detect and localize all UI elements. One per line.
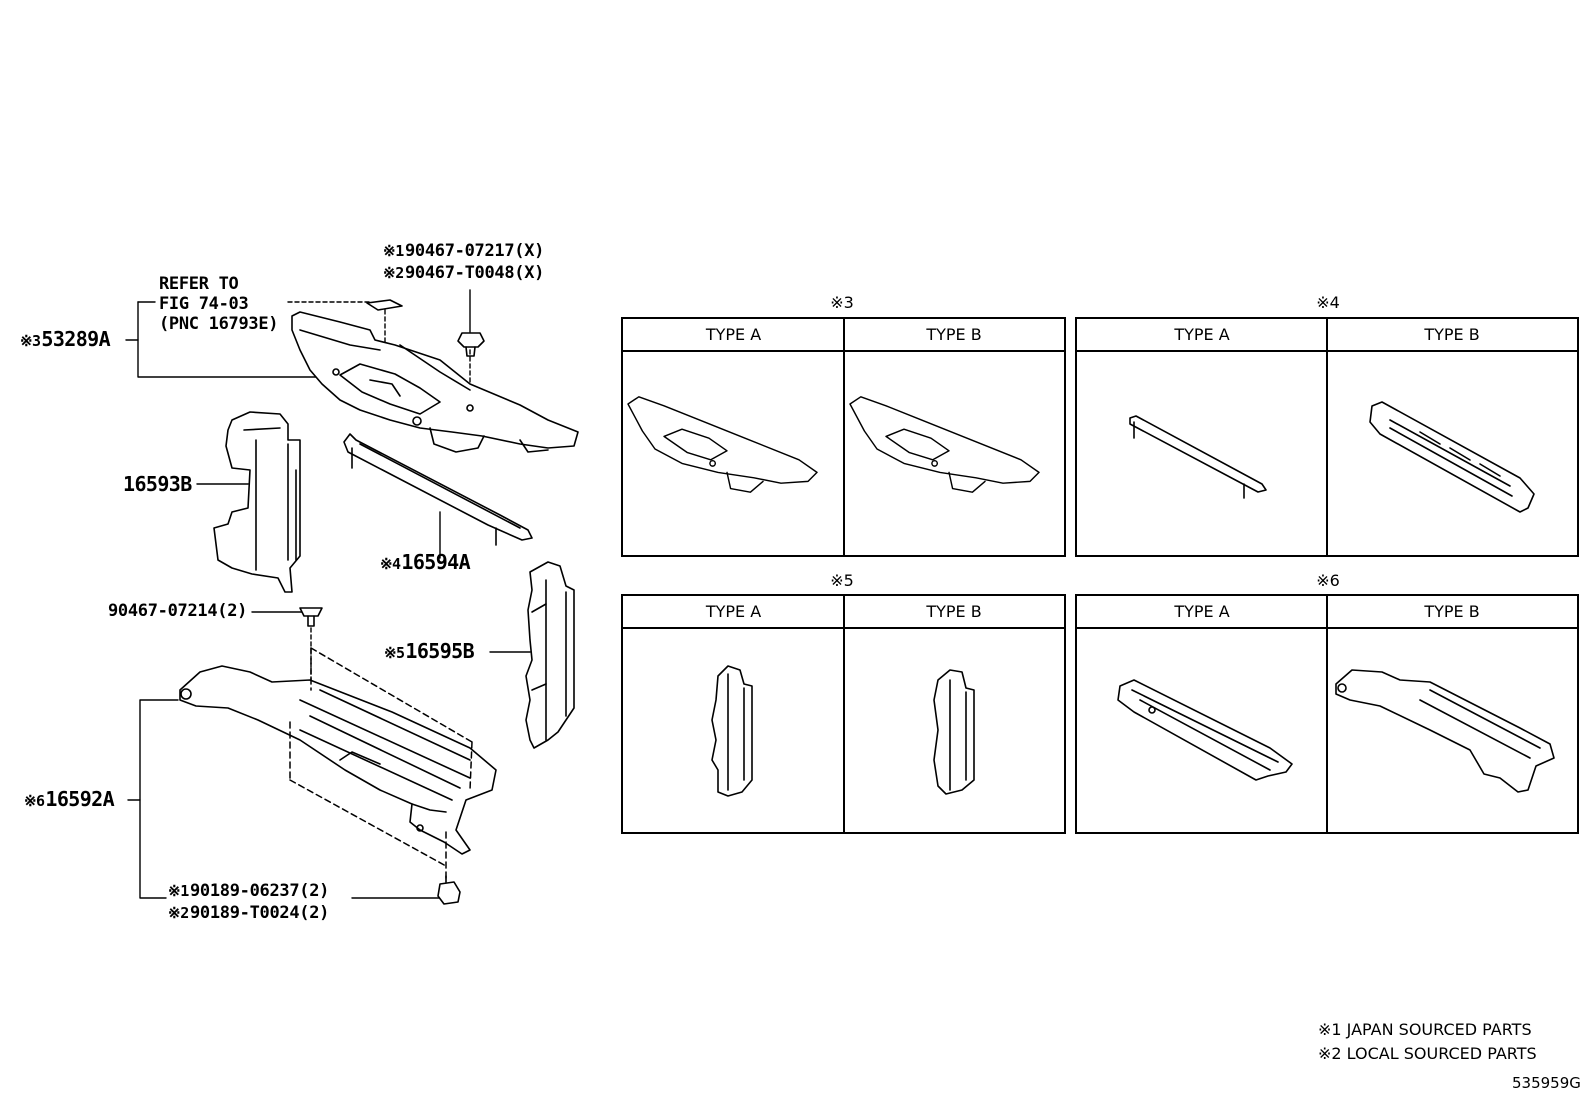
right-side-seal-part (525, 561, 575, 749)
grid-4-type-a-header: TYPE A (1077, 319, 1327, 352)
upper-shroud-part (291, 299, 579, 453)
thumb-type3b (849, 396, 1040, 493)
legend-note-japan: ※1 JAPAN SOURCED PARTS (1318, 1020, 1532, 1039)
type-grid-5: TYPE A TYPE B (621, 594, 1066, 834)
grid-4-type-b-header: TYPE B (1327, 319, 1577, 352)
dashed-reference-box (289, 647, 473, 879)
center-seal-strip-part (343, 433, 533, 546)
grid-6-divider (1326, 596, 1328, 832)
grid-6-type-b-header: TYPE B (1327, 596, 1577, 629)
grid-caption-3: ※3 (830, 293, 854, 312)
lower-shroud-part (179, 665, 497, 855)
thumb-type5a (711, 665, 753, 797)
left-side-seal-part (213, 411, 301, 593)
refer-to-note: REFER TO FIG 74-03 (PNC 16793E) (159, 274, 279, 334)
type-grid-3: TYPE A TYPE B (621, 317, 1066, 557)
thumb-type6b (1335, 669, 1555, 793)
label-16594a: ※416594A (380, 550, 471, 574)
type-grid-6: TYPE A TYPE B (1075, 594, 1579, 834)
grid-4-divider (1326, 319, 1328, 555)
label-16592a: ※616592A (24, 787, 115, 811)
thumb-type6a (1117, 679, 1293, 781)
label-16595b: ※516595B (384, 639, 475, 663)
bottom-bolt-part (437, 875, 461, 905)
grid-3-type-b-header: TYPE B (844, 319, 1064, 352)
grid-caption-6: ※6 (1316, 571, 1340, 590)
label-bottom-bolt: ※190189-06237(2) ※290189-T0024(2) (168, 881, 330, 923)
thumb-type4a (1129, 415, 1267, 499)
label-top-clip: ※190467-07217(X) ※290467-T0048(X) (383, 241, 545, 283)
grid-5-divider (843, 596, 845, 832)
grid-5-type-b-header: TYPE B (844, 596, 1064, 629)
grid-caption-4: ※4 (1316, 293, 1340, 312)
label-16593b: 16593B (123, 472, 192, 496)
grid-3-type-a-header: TYPE A (623, 319, 844, 352)
grid-caption-5: ※5 (830, 571, 854, 590)
label-mid-clip: 90467-07214(2) (108, 601, 248, 621)
type-grid-4: TYPE A TYPE B (1075, 317, 1579, 557)
legend-note-local: ※2 LOCAL SOURCED PARTS (1318, 1044, 1537, 1063)
thumb-type5b (933, 669, 975, 795)
thumb-type4b (1369, 401, 1535, 513)
top-clip-part (457, 332, 485, 357)
grid-3-divider (843, 319, 845, 555)
label-53289a: ※353289A (20, 327, 111, 351)
grid-6-type-a-header: TYPE A (1077, 596, 1327, 629)
thumb-type3a (627, 396, 818, 493)
diagram-id: 535959G (1512, 1074, 1581, 1092)
grid-5-type-a-header: TYPE A (623, 596, 844, 629)
